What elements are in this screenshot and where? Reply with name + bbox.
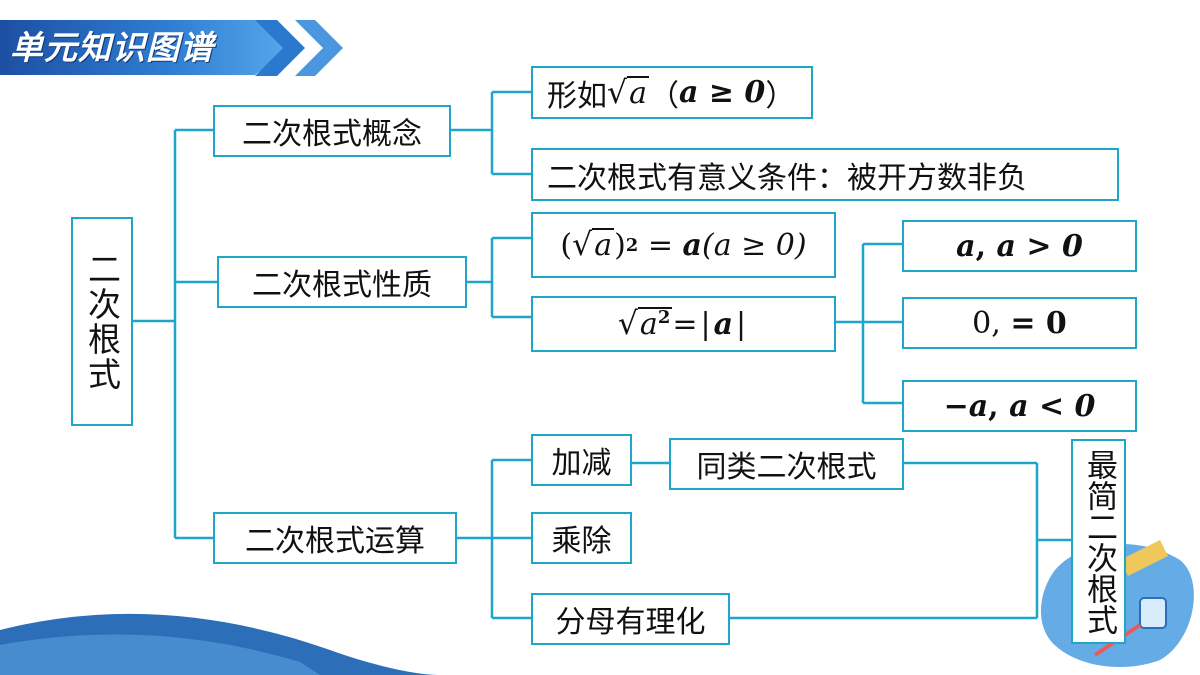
p2-sqrt: √a2: [617, 306, 673, 343]
p2-rhs: a: [713, 306, 734, 342]
form-radicand: a: [627, 75, 649, 111]
form-cond-close: ）: [765, 78, 796, 114]
operation-mul-div: 乘除: [531, 512, 632, 564]
property-formula-2: √a2 = | a |: [531, 296, 836, 352]
p1-equals: =: [638, 227, 683, 263]
form-cond-open: （: [648, 78, 679, 114]
operation-add-sub: 加减: [531, 434, 632, 486]
case-negative: −a, a < 0: [902, 380, 1137, 432]
header-banner: [0, 20, 290, 75]
concept-meaning-node: 二次根式有意义条件：被开方数非负: [531, 148, 1119, 201]
root-node: 二次根式: [71, 217, 133, 426]
concept-form-node: 形如 √a （ a ≥ 0 ）: [531, 66, 813, 119]
p1-rhs: a: [682, 227, 702, 263]
meaning-label: 二次根式有意义条件：被开方数非负: [547, 160, 1027, 196]
concept-node: 二次根式概念: [213, 105, 451, 157]
property-formula-1: ( √a ) 2 = a (a ≥ 0): [531, 212, 836, 278]
form-condition: a ≥ 0: [678, 75, 766, 110]
page-title: 单元知识图谱: [10, 28, 214, 67]
p1-condition: (a ≥ 0): [702, 227, 807, 263]
chevrons-decoration: [255, 20, 343, 76]
case-zero: 0, = 0: [902, 297, 1137, 349]
operation-node: 二次根式运算: [213, 512, 457, 564]
form-sqrt: √a: [607, 74, 649, 111]
case-positive: a, a > 0: [902, 220, 1137, 272]
operation-rationalize: 分母有理化: [531, 593, 730, 645]
operation-label: 二次根式运算: [245, 524, 425, 559]
property-node: 二次根式性质: [217, 256, 467, 308]
p1-exponent: 2: [625, 234, 639, 256]
property-label: 二次根式性质: [252, 268, 432, 303]
form-prefix: 形如: [547, 78, 607, 114]
simplest-radical-node: 最简二次根式: [1071, 439, 1126, 644]
concept-label: 二次根式概念: [242, 117, 422, 152]
root-label: 二次根式: [82, 251, 122, 392]
like-radicals-node: 同类二次根式: [669, 438, 904, 490]
p2-equals: =: [672, 306, 698, 342]
p1-sqrt: √a: [572, 227, 615, 264]
